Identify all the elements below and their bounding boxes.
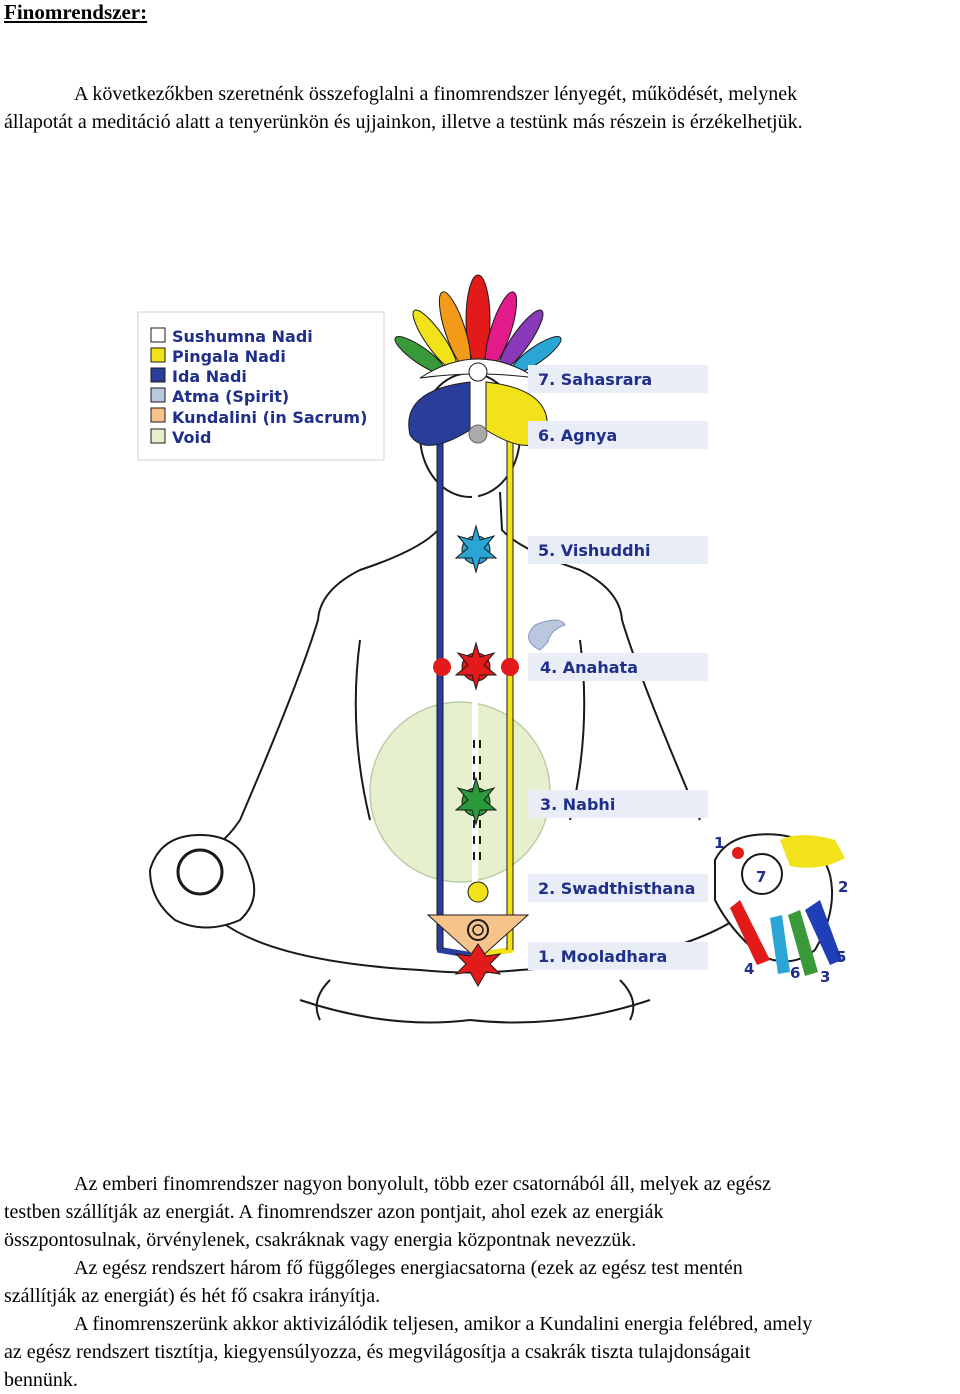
pingala-nadi [477, 430, 513, 958]
body-line-6: A finomrenszerünk akkor aktivizálódik te… [74, 1313, 813, 1335]
ida-head [408, 381, 471, 446]
swadhisthana-symbol [467, 881, 489, 903]
chakra-label-sahasrara: 7. Sahasrara [538, 370, 652, 389]
chakra-label-agnya: 6. Agnya [538, 426, 617, 445]
intro-line-2: állapotát a meditáció alatt a tenyerünkö… [4, 111, 803, 133]
page-title: Finomrendszer: [4, 0, 148, 24]
right-hand [714, 833, 845, 976]
ida-nadi [437, 430, 471, 958]
body-line-3: összpontosulnak, örvénylenek, csakráknak… [4, 1229, 637, 1251]
body-line-2: testben szállítják az energiát. A finomr… [4, 1201, 664, 1223]
chakra-label-mooladhara: 1. Mooladhara [538, 947, 667, 966]
subtle-system-diagram: 7 1 2 3 4 5 6 [137, 274, 848, 1024]
intro-line-1: A következőkben szeretnénk összefoglalni… [74, 83, 798, 105]
finger-number-3: 3 [820, 968, 830, 986]
sahasrara-lotus [394, 274, 562, 382]
agnya-point [468, 424, 488, 444]
chakra-label-vishuddhi: 5. Vishuddhi [538, 541, 650, 560]
flame-shape [528, 619, 566, 651]
finger-number-6: 6 [790, 964, 800, 982]
legend-swatch-void [150, 428, 166, 444]
nabhi-symbol [454, 776, 498, 826]
legend: Sushumna Nadi Pingala Nadi Ida Nadi Atma… [137, 311, 385, 461]
void-circle [369, 701, 551, 883]
chakra-label-nabhi: 3. Nabhi [540, 795, 615, 814]
legend-item-ida: Ida Nadi [172, 367, 247, 386]
chakra-label-swadhisthana: 2. Swadthisthana [538, 879, 695, 898]
finger-number-4: 4 [744, 960, 754, 978]
left-hand [148, 833, 256, 929]
legend-item-void: Void [172, 428, 211, 447]
kundalini-triangle [426, 914, 530, 961]
body-text: Az emberi finomrendszer nagyon bonyolult… [4, 1170, 956, 1394]
legend-item-atma: Atma (Spirit) [172, 387, 289, 406]
void-dashes [473, 740, 481, 860]
legend-item-sushumna: Sushumna Nadi [172, 327, 313, 346]
body-line-8: bennünk. [4, 1369, 78, 1391]
nadi-channels [437, 430, 513, 958]
intro-paragraph: A következőkben szeretnénk összefoglalni… [4, 80, 956, 136]
chakra-label-anahata: 4. Anahata [540, 658, 638, 677]
mooladhara-symbol [454, 943, 502, 988]
legend-swatch-sushumna [150, 327, 166, 343]
finger-number-5: 5 [836, 948, 846, 966]
anahata-symbols [433, 641, 519, 691]
legend-swatch-pingala [150, 347, 166, 363]
body-line-4: Az egész rendszert három fő függőleges e… [74, 1257, 743, 1279]
legend-item-pingala: Pingala Nadi [172, 347, 286, 366]
palm-number: 7 [756, 868, 766, 886]
body-line-5: szállítják az energiát) és hét fő csakra… [4, 1285, 381, 1307]
legend-item-kundalini: Kundalini (in Sacrum) [172, 408, 367, 427]
vishuddhi-symbol [454, 524, 498, 574]
legend-swatch-atma [150, 387, 166, 403]
body-line-1: Az emberi finomrendszer nagyon bonyolult… [74, 1173, 771, 1195]
legend-swatch-ida [150, 367, 166, 383]
body-line-7: az egész rendszert tisztítja, kiegyensúl… [4, 1341, 751, 1363]
finger-number-1: 1 [714, 834, 724, 852]
finger-number-2: 2 [838, 878, 848, 896]
legend-swatch-kundalini [150, 407, 166, 423]
